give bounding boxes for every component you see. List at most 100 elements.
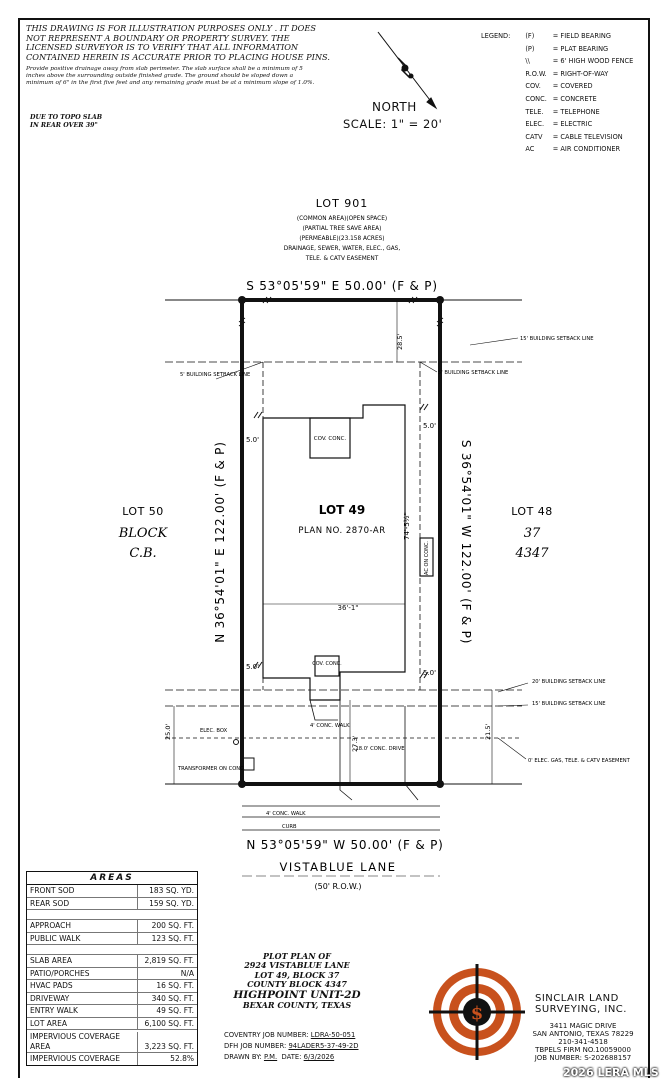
area-value: 183 SQ. YD.: [149, 886, 194, 895]
scale-label: SCALE: 1" = 20': [343, 117, 443, 131]
legend-row: (P) = PLAT BEARING: [478, 43, 636, 56]
lot901-line: TELE. & CATV EASEMENT: [305, 256, 379, 262]
dim-drive: 27.3': [351, 736, 359, 752]
sidewalk: [242, 805, 440, 818]
legend-value: = TELEPHONE: [552, 107, 600, 116]
bearing-bottom: N 53°05'59" W 50.00' (F & P): [246, 838, 443, 852]
company-name-line: SURVEYING, INC.: [535, 1004, 627, 1015]
bearing-top: S 53°05'59" E 50.00' (F & P): [246, 279, 438, 293]
table-gap: [27, 910, 197, 920]
svg-text:$: $: [471, 1003, 484, 1024]
table-row: IMPERVIOUS COVERAGE 52.8%: [27, 1053, 197, 1065]
company-job: JOB NUMBER: S-202688157: [534, 1054, 632, 1062]
area-value: N/A: [180, 968, 194, 978]
area-value: 340 SQ. FT.: [151, 993, 194, 1003]
legend-row: LEGEND: (F) = FIELD BEARING: [478, 30, 636, 43]
lot901-line: (PARTIAL TREE SAVE AREA): [303, 226, 382, 232]
side-setback-right-label: 5' BUILDING SETBACK LINE: [438, 370, 508, 376]
side-setback-left-label: 5' BUILDING SETBACK LINE: [180, 372, 250, 378]
legend-key: CONC.: [525, 94, 547, 103]
legend-key: \\: [525, 57, 530, 66]
legend-value: = CONCRETE: [552, 94, 597, 103]
lot901-line: (COMMON AREA)(OPEN SPACE): [297, 216, 387, 222]
area-value: 49 SQ. FT.: [156, 1006, 194, 1015]
cov-conc-front-label: COV. CONC.: [312, 661, 342, 667]
area-value: 6,100 SQ. FT.: [144, 1018, 194, 1028]
dim-side-right-bottom: 5.0': [423, 669, 436, 677]
area-value: 123 SQ. FT.: [151, 933, 194, 943]
company-firm: TBPELS FIRM NO.10059000: [535, 1046, 631, 1054]
neighbor-right-lot: LOT 48: [511, 505, 553, 518]
title-line: 2924 VISTABLUE LANE: [244, 960, 350, 971]
area-value: 52.8%: [170, 1054, 194, 1063]
legend-title: LEGEND:: [481, 32, 511, 40]
elec-box-icon: [233, 739, 239, 745]
area-key: REAR SOD: [27, 897, 138, 909]
front-setback-15-label: 15' BUILDING SETBACK LINE: [532, 701, 606, 707]
neighbor-right-cb: 4347: [514, 546, 549, 561]
area-key: IMPERVIOUS COVERAGE AREA: [27, 1032, 138, 1052]
legend-key: AC: [525, 145, 535, 154]
easement-label: 0' ELEC. GAS, TELE. & CATV EASEMENT: [528, 758, 631, 764]
company-name-line: SINCLAIR LAND: [535, 993, 619, 1004]
legend-row: CATV = CABLE TELEVISION: [478, 131, 636, 144]
table-row: DRIVEWAY 340 SQ. FT.: [27, 992, 197, 1005]
legend-key: (F): [525, 32, 535, 40]
disclaimer-line: THIS DRAWING IS FOR ILLUSTRATION PURPOSE…: [26, 23, 316, 33]
lot-boundary: [240, 298, 442, 786]
title-line: COUNTY BLOCK 4347: [247, 979, 347, 990]
job-value: 6/3/2026: [303, 1053, 335, 1061]
sidewalk-label: 4' CONC. WALK: [266, 811, 306, 817]
legend-value: = AIR CONDITIONER: [552, 145, 621, 154]
elec-box-label: ELEC. BOX: [200, 728, 228, 734]
table-row: PUBLIC WALK 123 SQ. FT.: [27, 932, 197, 945]
title-block: PLOT PLAN OF 2924 VISTABLUE LANE LOT 49,…: [222, 951, 372, 1010]
topo-note-line: DUE TO TOPO SLAB: [30, 114, 103, 121]
lot901-line: DRAINAGE, SEWER, WATER, ELEC., GAS,: [284, 246, 401, 252]
walk-label: 4' CONC. WALK: [310, 723, 350, 729]
job-row: DFH JOB NUMBER: 94LADER5-37-49-2D: [224, 1041, 358, 1052]
areas-title: AREAS: [27, 872, 197, 885]
dim-side-left-bottom: 5.0': [246, 663, 259, 671]
transformer-label: TRANSFORMER ON CONC.: [177, 766, 246, 772]
area-key: FRONT SOD: [27, 885, 138, 897]
company-name: SINCLAIR LAND SURVEYING, INC.: [535, 993, 627, 1015]
setback-callouts: 15' BUILDING SETBACK LINE 5' BUILDING SE…: [180, 336, 631, 764]
area-key: DRIVEWAY: [27, 992, 138, 1004]
job-row: COVENTRY JOB NUMBER: LDRA-50-051: [224, 1030, 358, 1041]
job-value: LDRA-50-051: [310, 1031, 356, 1039]
area-value: 200 SQ. FT.: [151, 921, 194, 930]
area-key: APPROACH: [27, 920, 138, 932]
legend-key: CATV: [525, 132, 543, 141]
legend-key: (P): [525, 44, 535, 53]
legend-row: COV.= COVERED: [478, 80, 636, 93]
lot-title: LOT 49: [319, 503, 365, 517]
job-label: DFH JOB NUMBER:: [224, 1042, 287, 1050]
legend-value: = FIELD BEARING: [552, 32, 611, 40]
company-phone: 210-341-4518: [558, 1038, 608, 1046]
disclaimer-line: NOT REPRESENT A BOUNDARY OR PROPERTY SUR…: [26, 32, 290, 43]
area-key: IMPERVIOUS COVERAGE: [27, 1053, 138, 1065]
legend-value: = PLAT BEARING: [552, 44, 609, 53]
title-line: HIGHPOINT UNIT-2D: [233, 988, 361, 1001]
driveway: [309, 699, 419, 801]
dim-left-front: 25.0': [164, 724, 172, 740]
area-key: PUBLIC WALK: [27, 932, 138, 944]
street-name: VISTABLUE LANE: [279, 860, 396, 874]
area-key: SLAB AREA: [27, 955, 138, 967]
legend-row: CONC. = CONCRETE: [478, 93, 636, 106]
legend-value: = CABLE TELEVISION: [552, 132, 623, 141]
cov-conc-rear-label: COV. CONC.: [314, 436, 347, 442]
curb-label: CURB: [282, 824, 297, 830]
lot901-line: (PERMEABLE)(23.158 ACRES): [299, 236, 384, 242]
bearing-right: S 36°54'01" W 122.00' (F & P): [459, 440, 473, 644]
legend-value: = 6' HIGH WOOD FENCE: [552, 57, 634, 66]
bearing-left: N 36°54'01" E 122.00' (F & P): [213, 441, 227, 642]
legend-value: = COVERED: [552, 82, 593, 91]
disclaimer-line: LICENSED SURVEYOR IS TO VERIFY THAT ALL …: [26, 42, 299, 53]
